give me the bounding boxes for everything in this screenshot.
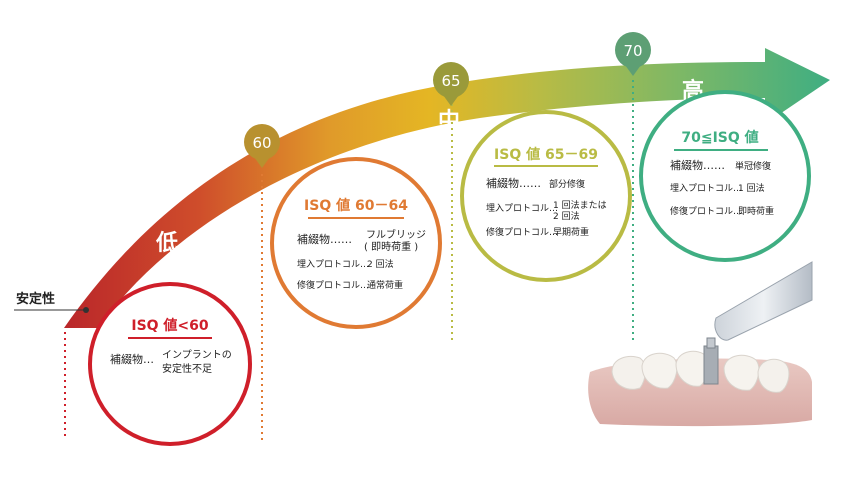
isq-circle-65-69: ISQ 値 65－69 補綴物…… 部分修復 埋入プロトコル… 1 回法または … bbox=[460, 110, 632, 282]
marker-70-label: 70 bbox=[623, 42, 642, 60]
circle1-row1-label: 補綴物… bbox=[110, 352, 154, 366]
tooth-5 bbox=[757, 358, 790, 393]
stability-dot bbox=[83, 307, 89, 313]
circle3-row3-label: 修復プロトコル… bbox=[486, 226, 558, 238]
circle2-row1-label: 補綴物…… bbox=[297, 232, 352, 246]
tooth-2 bbox=[641, 352, 678, 389]
marker-60-label: 60 bbox=[252, 134, 271, 152]
level-low-label: 低 bbox=[155, 231, 178, 256]
circle4-row1-value: 単冠修復 bbox=[735, 160, 771, 172]
isq-circle-70-plus: 70≦ISQ 値 補綴物…… 単冠修復 埋入プロトコル… 1 回法 修復プロトコ… bbox=[639, 90, 811, 262]
dental-implant-illustration bbox=[588, 261, 813, 427]
circle2-row3-label: 修復プロトコル… bbox=[297, 279, 369, 291]
level-mid-label: 中 bbox=[438, 109, 460, 134]
implant-abutment bbox=[703, 345, 719, 385]
stability-label: 安定性 bbox=[16, 291, 55, 307]
marker-70: 70 bbox=[615, 32, 651, 76]
marker-65-label: 65 bbox=[441, 72, 460, 90]
circle4-row2-value: 1 回法 bbox=[738, 182, 765, 194]
circle3-row1-label: 補綴物…… bbox=[486, 176, 541, 190]
circle2-row1-value2: ( 即時荷重 ) bbox=[364, 240, 418, 253]
marker-60: 60 bbox=[244, 124, 280, 168]
isq-circle-below-60: ISQ 値<60 補綴物… インプラントの 安定性不足 bbox=[88, 282, 252, 446]
circle1-row1-value2: 安定性不足 bbox=[162, 362, 212, 375]
circle4-row3-label: 修復プロトコル… bbox=[670, 205, 742, 217]
circle4-row1-label: 補綴物…… bbox=[670, 158, 725, 172]
circle3-row3-value: 早期荷重 bbox=[553, 226, 589, 238]
isq-circle-60-64: ISQ 値 60－64 補綴物…… フルブリッジ ( 即時荷重 ) 埋入プロトコ… bbox=[270, 157, 442, 329]
circle3-row1-value: 部分修復 bbox=[549, 178, 585, 190]
circle2-title: ISQ 値 60－64 bbox=[304, 197, 408, 214]
circle3-row2-value: 1 回法または bbox=[553, 199, 607, 211]
circle3-title: ISQ 値 65－69 bbox=[494, 146, 598, 163]
circle4-row2-label: 埋入プロトコル… bbox=[670, 183, 742, 194]
circle3-row2-label: 埋入プロトコル… bbox=[486, 203, 558, 214]
implant-head bbox=[706, 337, 716, 349]
measuring-probe bbox=[714, 261, 813, 341]
circle1-row1-value: インプラントの bbox=[162, 349, 232, 361]
circle2-row2-value: 2 回法 bbox=[367, 258, 394, 270]
circle4-title: 70≦ISQ 値 bbox=[681, 129, 758, 146]
circle2-row1-value: フルブリッジ bbox=[366, 228, 426, 241]
circle2-row2-label: 埋入プロトコル… bbox=[297, 259, 369, 270]
circle4-row3-value: 即時荷重 bbox=[738, 205, 774, 217]
circle3-row2-value2: 2 回法 bbox=[553, 210, 580, 222]
marker-65: 65 bbox=[433, 62, 469, 106]
stability-arrow bbox=[64, 48, 830, 328]
circle2-row3-value: 通常荷重 bbox=[367, 279, 403, 291]
circle1-title: ISQ 値<60 bbox=[131, 317, 209, 334]
